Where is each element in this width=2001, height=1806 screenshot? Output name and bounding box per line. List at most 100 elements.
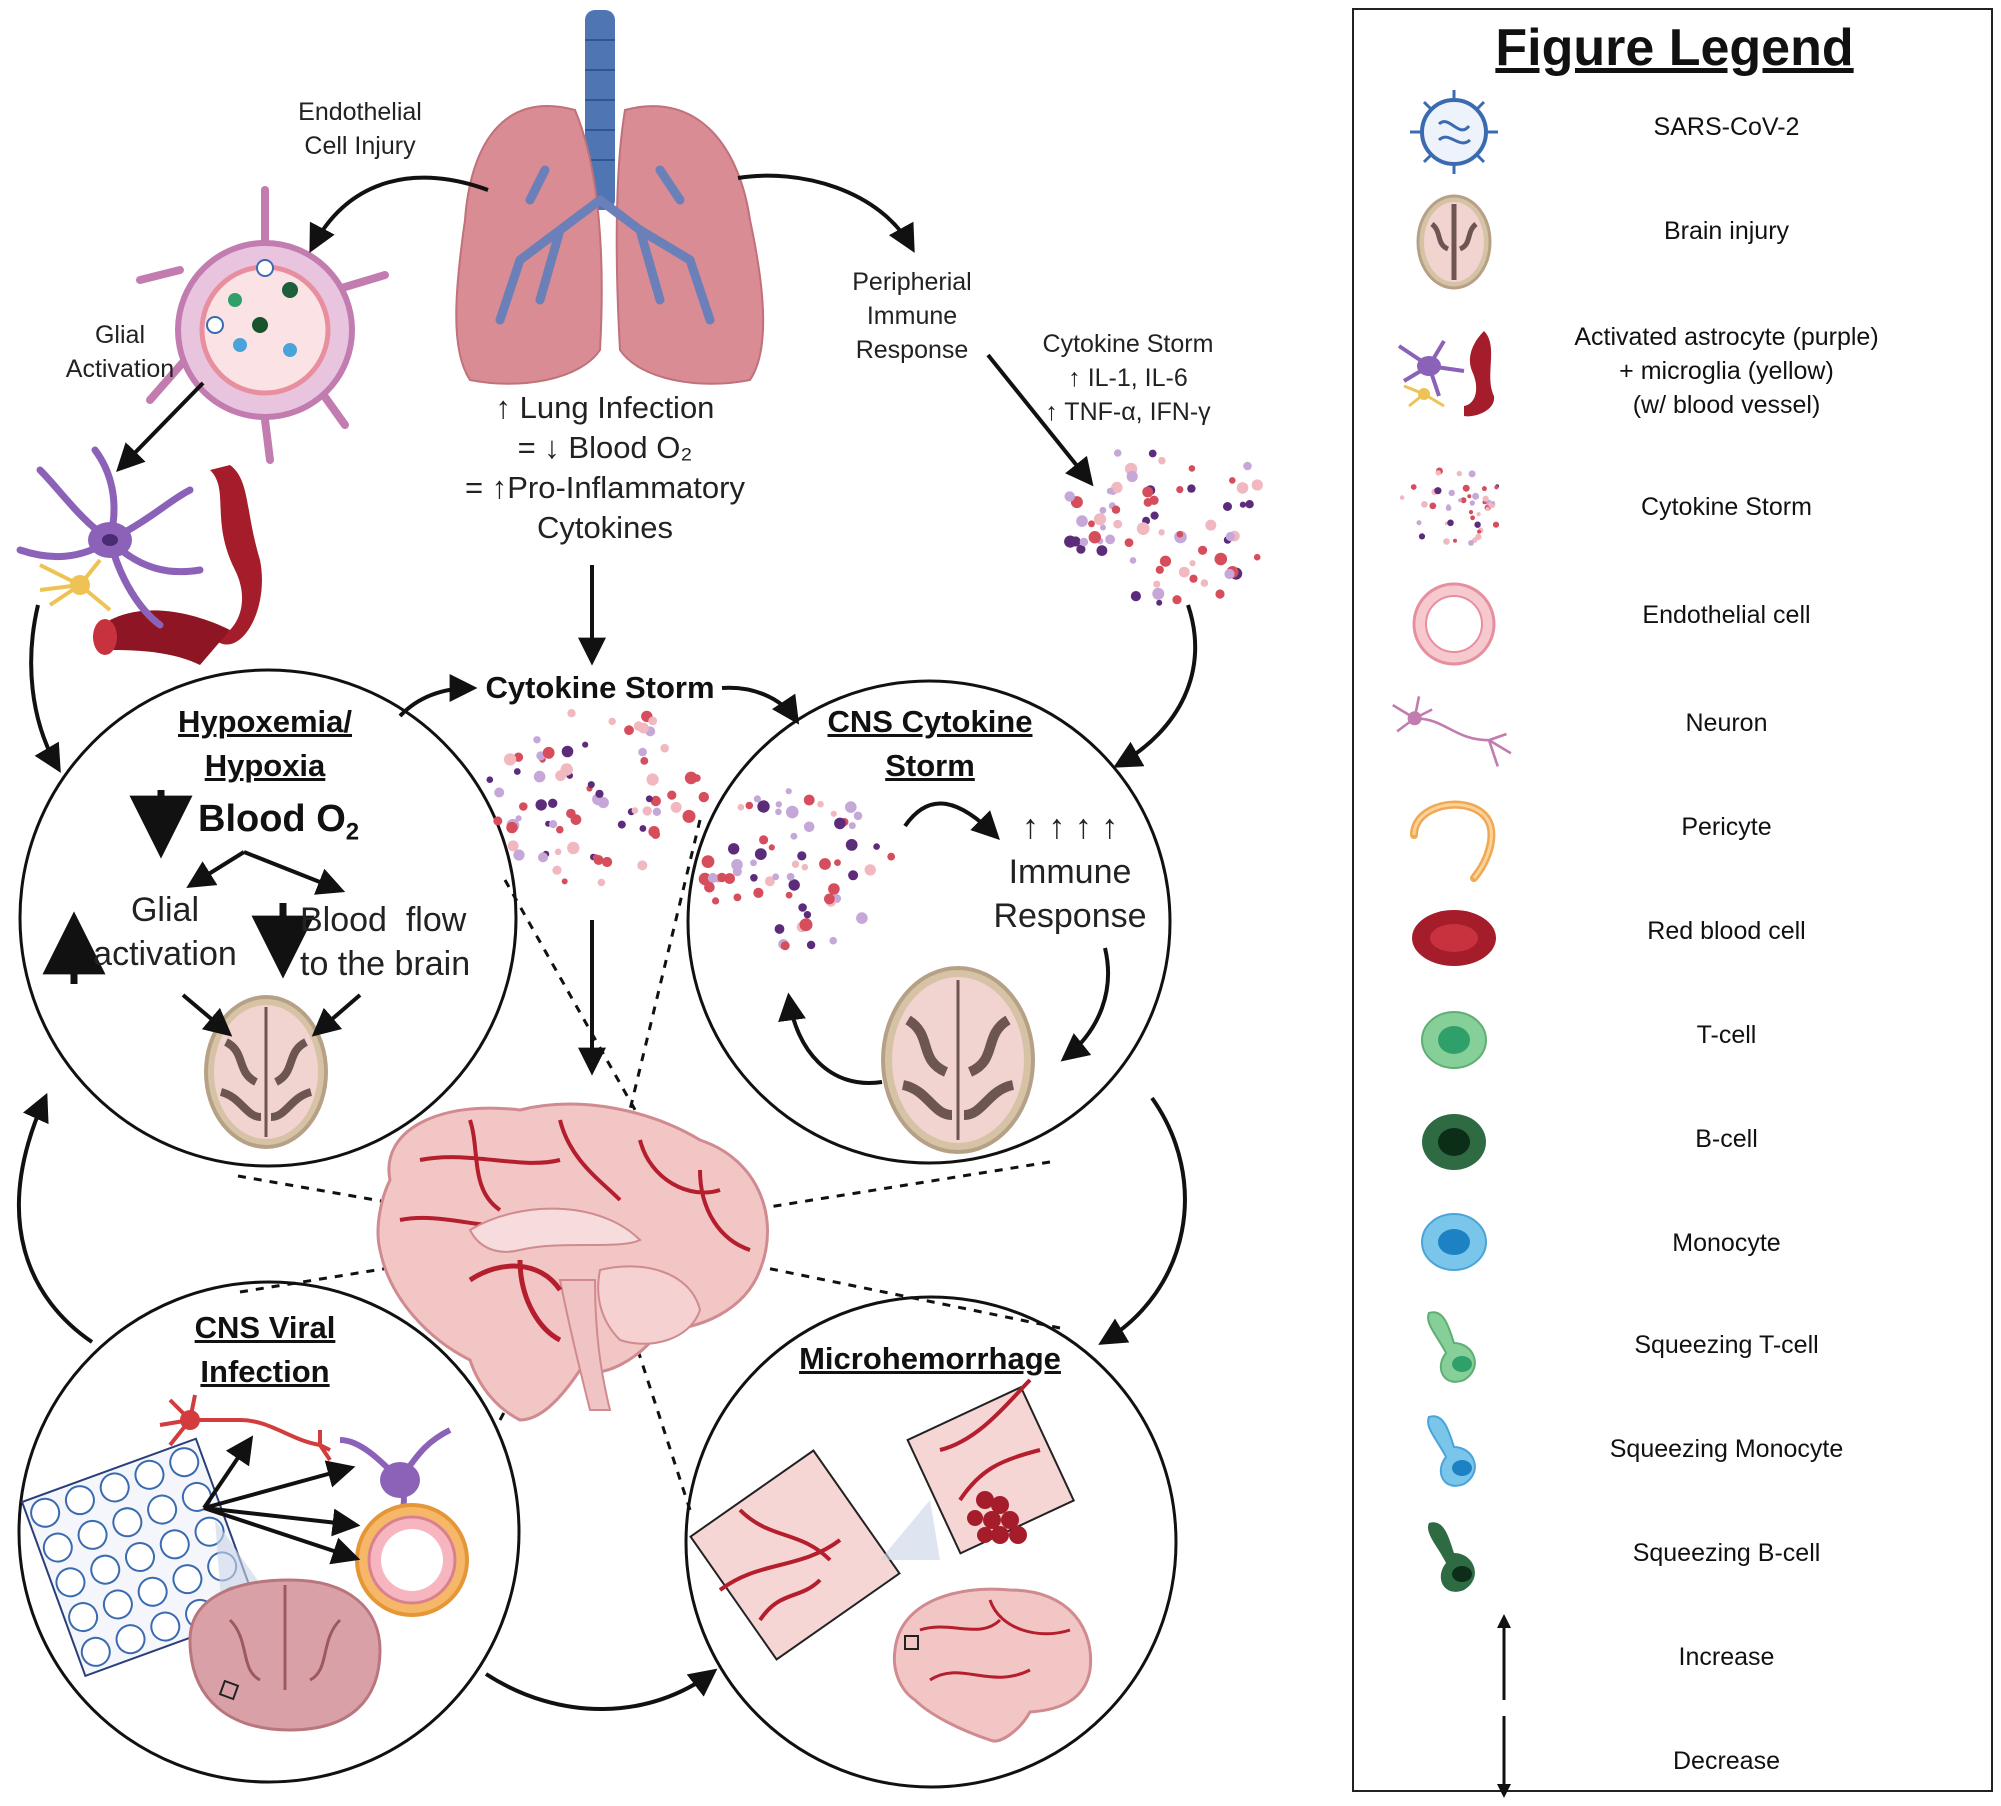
cytokine-dot: [561, 745, 574, 758]
neuron-icon: [1392, 696, 1512, 767]
blood-o2-label: Blood O2: [198, 796, 359, 856]
virus-particle: [137, 1576, 168, 1607]
cytokine-dot: [774, 924, 785, 934]
cytokine-dot: [791, 860, 800, 868]
cytokine-dot: [1239, 501, 1246, 508]
cytokine-dot: [1176, 531, 1184, 538]
cytokine-dot: [1456, 470, 1462, 477]
lung-line2: = ↓ Blood O₂: [517, 430, 693, 465]
cytokine-dot: [1200, 579, 1209, 587]
cytokine-dot: [806, 940, 816, 950]
virus-particle: [181, 1481, 212, 1512]
legend-title: Figure Legend: [1495, 19, 1854, 77]
cytokine-dot: [750, 859, 757, 867]
lungs-illustration: [455, 10, 765, 385]
cytokine-dot: [506, 821, 518, 834]
virus-particle: [172, 1564, 203, 1595]
cytokine-dot: [1159, 555, 1172, 567]
cytokine-dot: [667, 790, 677, 800]
cytokine-dot: [637, 860, 648, 871]
glial-activation-line1: Glial: [94, 321, 145, 349]
cytokine-dot: [698, 791, 709, 803]
cytokine-dot: [560, 763, 573, 776]
endothelial-injury-line2: Cell Injury: [304, 132, 416, 160]
squeezing-t-cell-icon: [1427, 1311, 1476, 1383]
cytokine-dot: [1223, 502, 1232, 511]
cytokine-dot: [785, 891, 793, 899]
cytokine-dot: [803, 794, 815, 806]
immune-response-text: Immune Response: [980, 850, 1160, 938]
flow-arrows: [16, 173, 1198, 1711]
virus-grid-illustration: [20, 1394, 469, 1732]
cytokine-dot: [1467, 494, 1472, 499]
cytokine-dot: [645, 795, 653, 803]
cytokine-dot: [1243, 461, 1252, 471]
cytokine-dot: [1491, 501, 1495, 505]
cytokine-dot: [648, 716, 658, 726]
cytokine-dot: [617, 820, 626, 829]
cytokine-dot: [549, 820, 558, 829]
center-brain-illustration: [376, 1102, 769, 1422]
cytokine-dot: [728, 843, 740, 855]
cytokine-dot: [799, 918, 813, 932]
cytokine-dot: [801, 863, 809, 871]
cytokine-dot: [552, 865, 562, 875]
cytokine-dot: [1158, 529, 1165, 536]
cytokine-dot: [753, 887, 764, 899]
virus-particle: [147, 1494, 178, 1525]
cytokine-dot: [1416, 520, 1422, 526]
legend-label-endothelial: Endothelial cell: [1642, 601, 1811, 629]
cytokine-dot: [513, 849, 525, 861]
cytokine-dot: [1410, 484, 1417, 490]
microhemorrhage-illustration: [689, 1378, 1093, 1743]
legend-label-brain-injury: Brain injury: [1663, 217, 1790, 245]
viral-title-line2: Infection: [200, 1354, 330, 1389]
cytokine-dot: [1136, 522, 1150, 535]
lung-line3: = ↑Pro-Inflammatory: [465, 470, 745, 505]
cytokine-dot: [533, 770, 546, 783]
cytokine-dot: [1187, 484, 1196, 493]
cytokine-dot: [887, 852, 896, 861]
cytokine-dot: [684, 771, 698, 785]
cytokine-dot: [1482, 495, 1489, 502]
cytokine-dot: [1088, 531, 1102, 544]
cytokine-dot: [652, 807, 662, 816]
cytokine-dot: [542, 746, 555, 759]
cytokine-dot: [786, 805, 799, 819]
legend-label-neuron: Neuron: [1685, 709, 1768, 737]
cytokine-dot: [1469, 500, 1475, 506]
cytokine-dot: [567, 709, 576, 718]
cytokine-dot: [519, 802, 528, 811]
cytokine-dot: [856, 912, 868, 924]
cytokine-dot: [828, 883, 840, 895]
cytokine-dot: [1099, 506, 1107, 514]
viral-title-line1: CNS Viral: [194, 1310, 336, 1345]
peripheral-line1: Peripherial: [852, 268, 972, 296]
cytokine-dot: [1225, 531, 1235, 542]
cytokine-dot: [724, 873, 735, 884]
blood-o2-subscript: 2: [345, 818, 360, 846]
cytokine-dot: [1064, 535, 1077, 548]
cytokine-dot: [1088, 520, 1095, 528]
blood-flow-text: Blood flow to the brain: [300, 898, 470, 986]
astrocyte-microglia-icon: [1397, 331, 1495, 417]
flow-line1: Blood flow: [300, 901, 467, 939]
cytokine-dot: [1470, 515, 1475, 521]
legend-label-t-cell: T-cell: [1696, 1021, 1757, 1049]
cytokine-dot: [587, 781, 595, 789]
cytokine-dot: [790, 832, 798, 840]
red-blood-cell-icon: [1412, 910, 1496, 966]
virus-particle: [90, 1554, 121, 1585]
cytokine-storm-center-label: Cytokine Storm: [485, 670, 715, 705]
cytokine-dot: [1468, 540, 1474, 546]
cytokine-dot: [829, 936, 837, 945]
cytokine-dot: [1126, 470, 1138, 483]
cytokine-dot: [1152, 587, 1165, 600]
cytokine-dot: [513, 768, 521, 775]
peripheral-line3: Response: [855, 336, 969, 364]
legend-label-cytokine-storm: Cytokine Storm: [1641, 493, 1812, 521]
cytokine-dot: [682, 809, 696, 823]
lung-infection-text: ↑ Lung Infection = ↓ Blood O₂ = ↑Pro-Inf…: [440, 388, 770, 548]
cytokine-dot: [608, 717, 616, 726]
